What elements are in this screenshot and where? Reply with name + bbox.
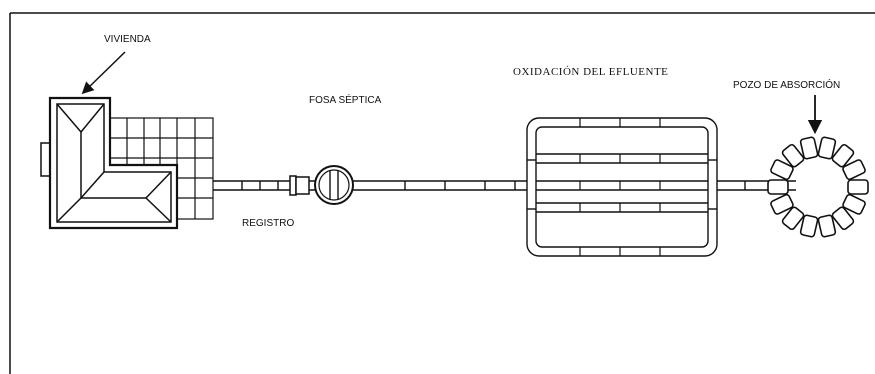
fosa-septica-label: FOSA SÉPTICA: [309, 95, 382, 106]
house: [40, 96, 214, 230]
well-block: [842, 193, 866, 215]
well-block: [817, 214, 837, 238]
oxidacion-label: OXIDACIÓN DEL EFLUENTE: [513, 66, 669, 78]
well-block: [847, 179, 869, 195]
registro-label: REGISTRO: [242, 218, 295, 229]
well-block: [770, 193, 794, 215]
well-block: [767, 179, 789, 195]
well-block: [781, 143, 805, 168]
vivienda-arrow: [81, 51, 126, 95]
pozo-label: POZO DE ABSORCIÓN: [733, 80, 841, 91]
vivienda-label: VIVIENDA: [104, 34, 151, 45]
pipe-house-to-registro: [213, 180, 292, 191]
pipe-tank-to-field: [353, 180, 527, 191]
well-block: [831, 143, 855, 168]
registro-box: [289, 175, 317, 196]
well-block: [842, 159, 866, 181]
well-block: [770, 159, 794, 181]
septic-tank: [314, 165, 354, 205]
absorption-well: [767, 136, 869, 238]
well-block: [781, 206, 805, 231]
diagram-frame: [9, 12, 875, 374]
oxidation-field: [526, 117, 718, 257]
well-block: [831, 206, 855, 231]
well-block: [799, 136, 819, 160]
well-block: [817, 136, 837, 160]
well-block: [799, 214, 819, 238]
